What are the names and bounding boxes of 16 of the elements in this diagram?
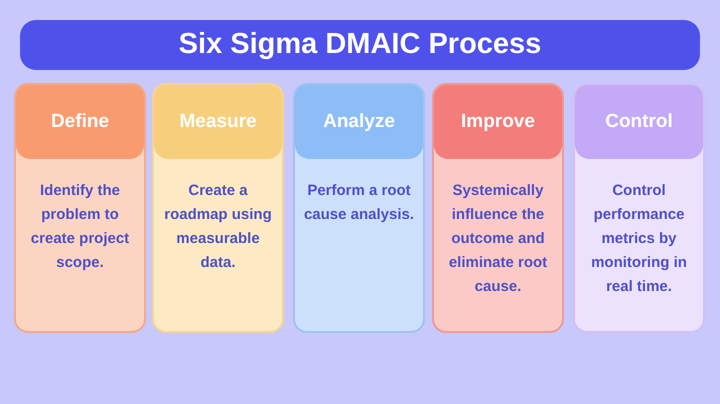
title: Six Sigma DMAIC Process: [178, 27, 542, 62]
step-heading: Define: [50, 110, 110, 134]
process-card: [152, 83, 284, 333]
process-card: [432, 83, 564, 333]
step-heading: Control: [605, 110, 673, 134]
step-description: Create a roadmap using measurable data.: [164, 182, 272, 271]
step-heading: Analyze: [323, 110, 395, 134]
step-heading: Measure: [179, 110, 257, 134]
process-card: [293, 83, 425, 333]
step-description: Perform a root cause analysis.: [304, 182, 414, 223]
step-heading: Improve: [461, 110, 535, 134]
step-description: Control performance metrics by monitoring in real time.: [591, 182, 687, 295]
process-card: [573, 83, 705, 333]
step-description: Systemically influence the outcome and eliminate root cause.: [448, 182, 548, 295]
process-card: [14, 83, 146, 333]
step-description: Identify the problem to create project scope.: [30, 182, 130, 271]
